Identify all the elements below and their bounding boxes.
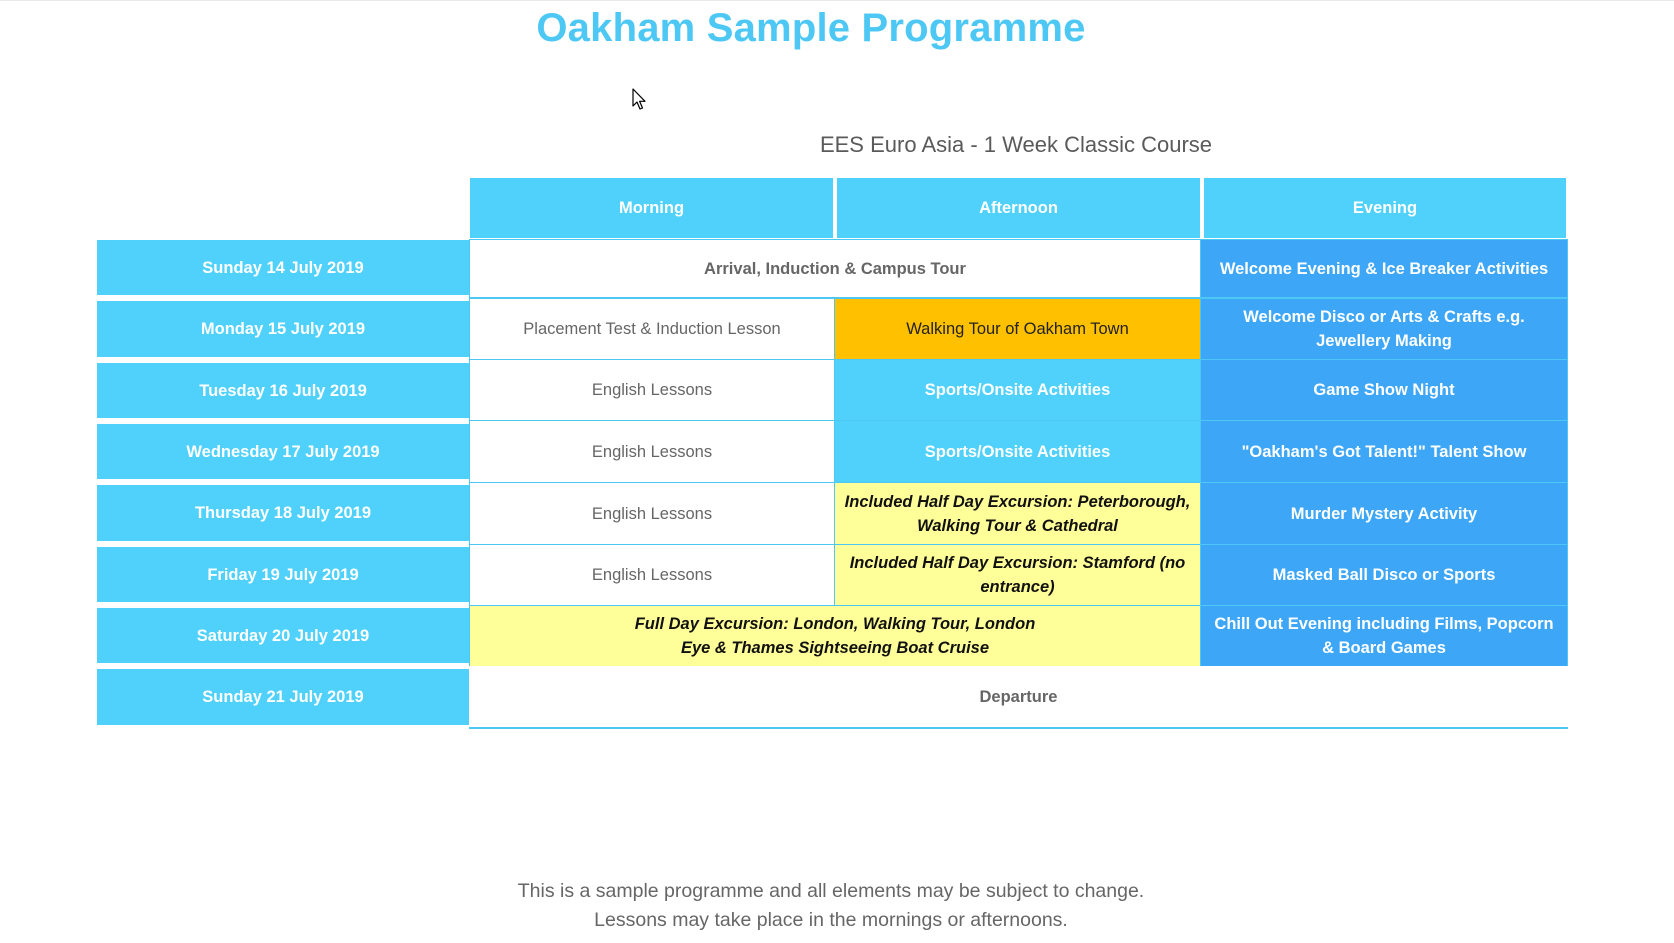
footer-note-line1: This is a sample programme and all eleme… bbox=[517, 880, 1145, 902]
mouse-cursor-icon bbox=[632, 88, 646, 110]
day-label-saturday-20: Saturday 20 July 2019 bbox=[97, 608, 469, 663]
day-label-tuesday-16: Tuesday 16 July 2019 bbox=[97, 363, 469, 418]
top-border bbox=[0, 0, 1674, 1]
activity-cell: English Lessons bbox=[469, 359, 835, 421]
day-label-sunday-14: Sunday 14 July 2019 bbox=[97, 240, 469, 295]
activity-cell: Arrival, Induction & Campus Tour bbox=[469, 239, 1201, 298]
activity-cell: English Lessons bbox=[469, 482, 835, 545]
column-header-morning: Morning bbox=[470, 178, 833, 238]
day-label-sunday-21: Sunday 21 July 2019 bbox=[97, 669, 469, 725]
activity-cell: Murder Mystery Activity bbox=[1200, 482, 1568, 545]
footer-note-line2: Lessons may take place in the mornings o… bbox=[594, 909, 1068, 931]
activity-cell: Welcome Evening & Ice Breaker Activities bbox=[1200, 239, 1568, 298]
page-title: Oakham Sample Programme bbox=[536, 6, 1086, 50]
activity-cell: Included Half Day Excursion: Peterboroug… bbox=[834, 482, 1201, 545]
activity-cell: English Lessons bbox=[469, 420, 835, 483]
column-header-afternoon: Afternoon bbox=[837, 178, 1200, 238]
day-label-wednesday-17: Wednesday 17 July 2019 bbox=[97, 424, 469, 479]
activity-cell: Game Show Night bbox=[1200, 359, 1568, 421]
activity-cell: Walking Tour of Oakham Town bbox=[834, 298, 1201, 360]
course-subtitle: EES Euro Asia - 1 Week Classic Course bbox=[819, 132, 1213, 157]
activity-cell: Welcome Disco or Arts & Crafts e.g. Jewe… bbox=[1200, 298, 1568, 360]
day-label-thursday-18: Thursday 18 July 2019 bbox=[97, 485, 469, 541]
activity-cell: Departure bbox=[469, 666, 1568, 729]
day-label-monday-15: Monday 15 July 2019 bbox=[97, 301, 469, 357]
activity-cell: Masked Ball Disco or Sports bbox=[1200, 544, 1568, 606]
activity-cell: Sports/Onsite Activities bbox=[834, 420, 1201, 483]
column-header-evening: Evening bbox=[1204, 178, 1566, 238]
activity-cell: "Oakham's Got Talent!" Talent Show bbox=[1200, 420, 1568, 483]
activity-cell: Placement Test & Induction Lesson bbox=[469, 298, 835, 360]
activity-cell: Sports/Onsite Activities bbox=[834, 359, 1201, 421]
activity-cell: Included Half Day Excursion: Stamford (n… bbox=[834, 544, 1201, 606]
day-label-friday-19: Friday 19 July 2019 bbox=[97, 547, 469, 602]
activity-cell: Chill Out Evening including Films, Popco… bbox=[1200, 605, 1568, 667]
activity-cell: English Lessons bbox=[469, 544, 835, 606]
activity-cell: Full Day Excursion: London, Walking Tour… bbox=[469, 605, 1201, 667]
